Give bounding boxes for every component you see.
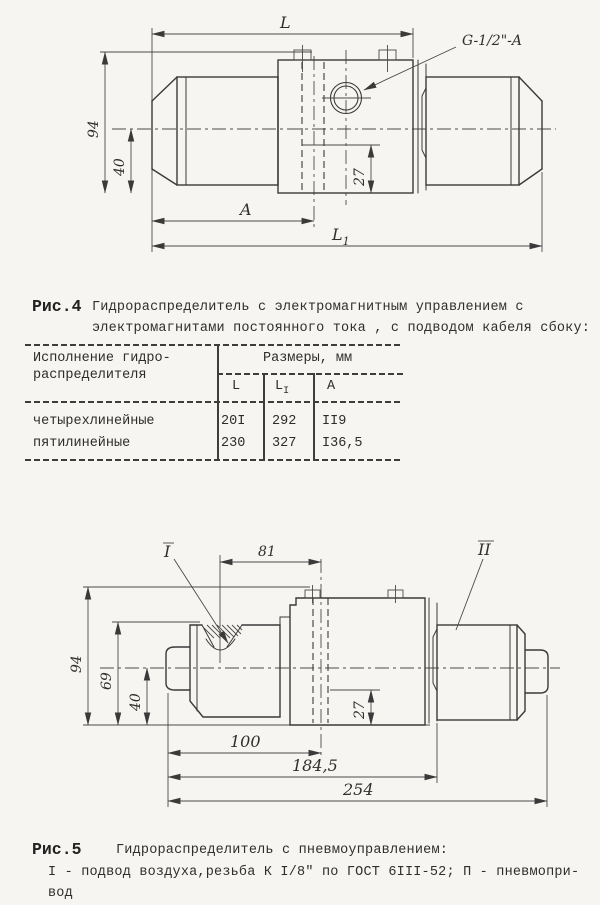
dim-94-label: 94 bbox=[69, 655, 85, 673]
dim-27-label: 27 bbox=[352, 701, 368, 720]
port-thread-label: G-1/2"-A bbox=[462, 33, 522, 49]
dim-40-label: 40 bbox=[128, 693, 144, 712]
figure5-caption-line3: вод bbox=[48, 886, 73, 901]
dim-94-label: 94 bbox=[86, 120, 102, 138]
fig4-left-electromagnet bbox=[151, 76, 279, 186]
fig4-right-flange bbox=[417, 59, 427, 194]
fig5-air-port-thread bbox=[201, 624, 243, 651]
fig5-dimension-184-5: 184,5 bbox=[167, 756, 438, 781]
fig5-dimension-27: 27 bbox=[352, 689, 375, 726]
fig5-pneumatic-drive bbox=[436, 624, 549, 721]
table-group-header: Размеры, мм bbox=[263, 351, 353, 366]
table-col1-header-line2: распределителя bbox=[33, 368, 147, 383]
fig4-dimension-L1: L1 bbox=[151, 225, 543, 250]
fig4-dimension-A: A bbox=[151, 200, 315, 225]
table-divider-L1-A bbox=[313, 373, 315, 461]
fig5-dimension-81: 81 bbox=[219, 544, 322, 566]
dim-81-label: 81 bbox=[258, 544, 276, 560]
dimensions-table: Исполнение гидро- распределителя Размеры… bbox=[25, 344, 403, 462]
row1-name: четырехлинейные bbox=[33, 414, 155, 429]
figure5-drawing: I II 81 94 69 40 27 100 184,5 254 bbox=[69, 540, 560, 807]
dim-184-label: 184,5 bbox=[292, 756, 338, 775]
row2-L: 230 bbox=[221, 436, 246, 451]
table-border-bottom bbox=[25, 459, 403, 461]
fig5-dimension-100: 100 bbox=[167, 732, 322, 757]
fig4-valve-body bbox=[277, 45, 414, 194]
figure5-caption-line1: Гидрораспределитель с пневмоуправлением: bbox=[116, 843, 449, 858]
figure4-caption-line1: Гидрораспределитель с электромагнитным у… bbox=[92, 300, 524, 315]
row2-L1: 327 bbox=[272, 436, 297, 451]
row1-L: 20I bbox=[221, 414, 246, 429]
figure5-caption-line2: I - подвод воздуха,резьба К I/8" по ГОСТ… bbox=[48, 865, 580, 880]
fig4-centerlines bbox=[112, 50, 556, 230]
fig4-dimension-94: 94 bbox=[86, 51, 109, 194]
fig4-dimension-L: L bbox=[151, 13, 414, 38]
dim-100-label: 100 bbox=[230, 732, 261, 751]
fig4-right-electromagnet bbox=[425, 76, 543, 186]
fig5-label-I: I bbox=[163, 542, 229, 644]
row1-A: II9 bbox=[322, 414, 347, 429]
table-divider-main bbox=[217, 344, 219, 461]
table-subheader-L: L bbox=[232, 379, 241, 394]
fig5-hidden-lines bbox=[312, 598, 329, 723]
fig5-dimension-94: 94 bbox=[69, 586, 92, 726]
fig4-port-callout: G-1/2"-A bbox=[363, 33, 522, 91]
fig5-left-cap bbox=[165, 646, 191, 691]
fig5-air-block bbox=[189, 616, 291, 718]
figure5-caption-label: Рис.5 bbox=[32, 840, 82, 859]
dim-L-label: L bbox=[279, 13, 291, 32]
table-subheader-A: A bbox=[327, 379, 336, 394]
fig5-valve-body bbox=[289, 585, 426, 726]
fig5-dimension-40: 40 bbox=[128, 667, 151, 726]
figure4-drawing: L 94 40 27 A L1 G-1/2"-A bbox=[86, 13, 556, 252]
callout-II-label: II bbox=[477, 540, 491, 559]
fig4-hidden-lines bbox=[301, 62, 325, 191]
fig5-right-flange bbox=[428, 597, 438, 724]
table-border-under-header bbox=[25, 401, 403, 403]
figure4-caption-line2: электромагнитами постоянного тока , с по… bbox=[92, 321, 591, 336]
table-col1-header-line1: Исполнение гидро- bbox=[33, 351, 171, 366]
table-border-under-group bbox=[217, 373, 403, 375]
table-subheader-L1: LI bbox=[275, 379, 290, 397]
fig4-dimension-27: 27 bbox=[352, 144, 375, 194]
dim-69-label: 69 bbox=[99, 672, 115, 690]
dim-27-label: 27 bbox=[352, 168, 368, 187]
fig5-label-II: II bbox=[455, 540, 494, 631]
fig5-centerlines bbox=[100, 559, 560, 757]
table-divider-L-L1 bbox=[263, 373, 265, 461]
dim-A-label: A bbox=[238, 200, 252, 219]
row1-L1: 292 bbox=[272, 414, 297, 429]
fig5-dimension-254: 254 bbox=[167, 780, 548, 805]
fig5-dimension-69: 69 bbox=[99, 621, 122, 726]
dim-40-label: 40 bbox=[112, 158, 128, 177]
callout-I-label: I bbox=[163, 542, 171, 561]
dim-254-label: 254 bbox=[342, 780, 374, 799]
fig4-extension-lines bbox=[100, 28, 543, 252]
row2-A: I36,5 bbox=[322, 436, 363, 451]
dim-L1-label: L1 bbox=[331, 225, 350, 248]
fig4-port-circle bbox=[322, 81, 371, 115]
table-border-top bbox=[25, 344, 403, 346]
figure4-caption-label: Рис.4 bbox=[32, 297, 82, 316]
fig4-dimension-40: 40 bbox=[112, 128, 135, 194]
row2-name: пятилинейные bbox=[33, 436, 131, 451]
